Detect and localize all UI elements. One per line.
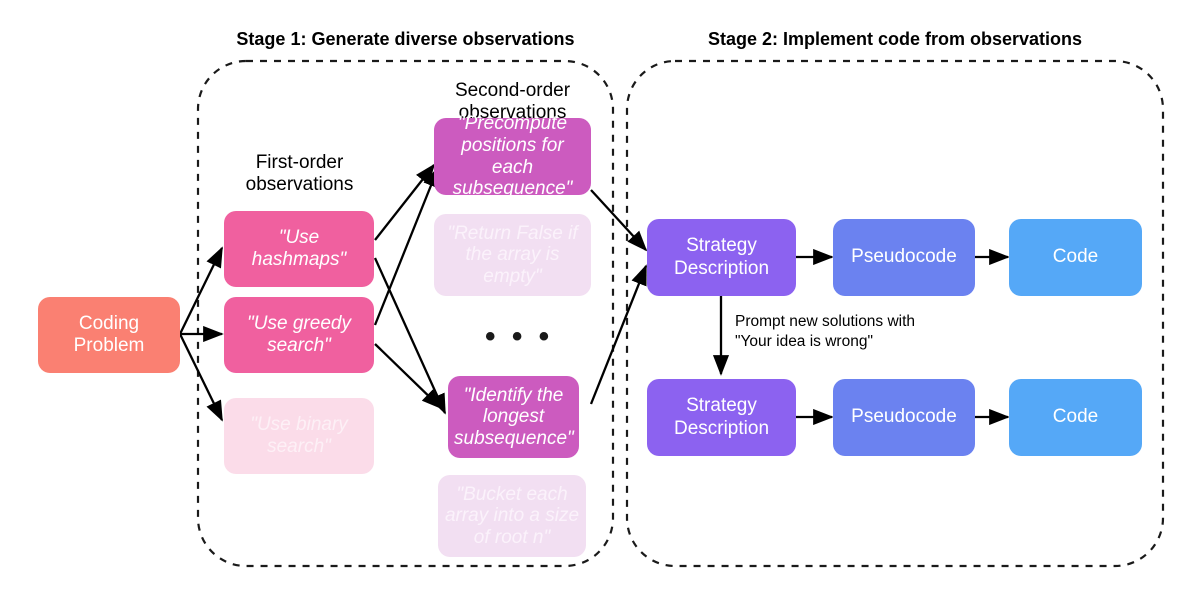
first-order-label: First-order observations — [245, 152, 354, 196]
node-pseudocode-1[interactable]: Pseudocode — [833, 219, 975, 296]
stage1-title: Stage 1: Generate diverse observations — [236, 29, 575, 49]
node-use-greedy-search-label: "Use greedy search" — [247, 312, 351, 356]
node-strategy-description-1[interactable]: Strategy Description — [647, 219, 796, 296]
stage2-title: Stage 2: Implement code from observation… — [707, 29, 1083, 49]
node-pseudocode-2[interactable]: Pseudocode — [833, 379, 975, 456]
ellipsis-more-observations: • • • — [485, 320, 554, 353]
node-precompute-positions-label: "Precompute positions for each subsequen… — [452, 113, 573, 200]
node-code-1-label: Code — [1052, 246, 1099, 268]
arrow-problem-to-hashmaps — [178, 246, 224, 335]
node-bucket-array-root-n[interactable]: "Bucket each array into a size of root n… — [438, 475, 586, 557]
node-strategy-description-1-label: Strategy Description — [673, 234, 770, 279]
node-bucket-array-root-n-label: "Bucket each array into a size of root n… — [444, 483, 580, 548]
arrow-precompute-to-strategy — [590, 189, 648, 252]
node-identify-longest-subsequence[interactable]: "Identify the longest subsequence" — [448, 376, 579, 458]
node-pseudocode-2-label: Pseudocode — [851, 406, 957, 428]
node-return-false-empty-label: "Return False if the array is empty" — [447, 222, 578, 287]
node-use-binary-search-label: "Use binary search" — [250, 413, 348, 457]
node-coding-problem[interactable]: Coding Problem — [38, 297, 180, 373]
node-code-1[interactable]: Code — [1009, 219, 1142, 296]
prompt-new-solutions-label: Prompt new solutions with "Your idea is … — [735, 313, 916, 351]
node-strategy-description-2[interactable]: Strategy Description — [647, 379, 796, 456]
arrow-greedy-to-precompute — [373, 166, 440, 326]
node-code-2[interactable]: Code — [1009, 379, 1142, 456]
node-use-greedy-search[interactable]: "Use greedy search" — [224, 297, 374, 373]
node-code-2-label: Code — [1052, 406, 1099, 428]
arrow-hashmaps-to-precompute — [374, 163, 436, 241]
node-return-false-empty[interactable]: "Return False if the array is empty" — [434, 214, 591, 296]
node-use-binary-search[interactable]: "Use binary search" — [224, 398, 374, 474]
node-use-hashmaps-label: "Use hashmaps" — [251, 226, 347, 270]
arrow-greedy-to-identify — [374, 343, 443, 410]
node-coding-problem-label: Coding Problem — [73, 313, 145, 356]
node-precompute-positions[interactable]: "Precompute positions for each subsequen… — [434, 113, 591, 199]
node-identify-longest-subsequence-label: "Identify the longest subsequence" — [454, 384, 574, 449]
node-pseudocode-1-label: Pseudocode — [851, 246, 957, 268]
arrow-problem-to-binary — [178, 333, 224, 422]
node-use-hashmaps[interactable]: "Use hashmaps" — [224, 211, 374, 287]
node-strategy-description-2-label: Strategy Description — [673, 394, 770, 439]
arrow-identify-to-strategy — [589, 264, 648, 405]
